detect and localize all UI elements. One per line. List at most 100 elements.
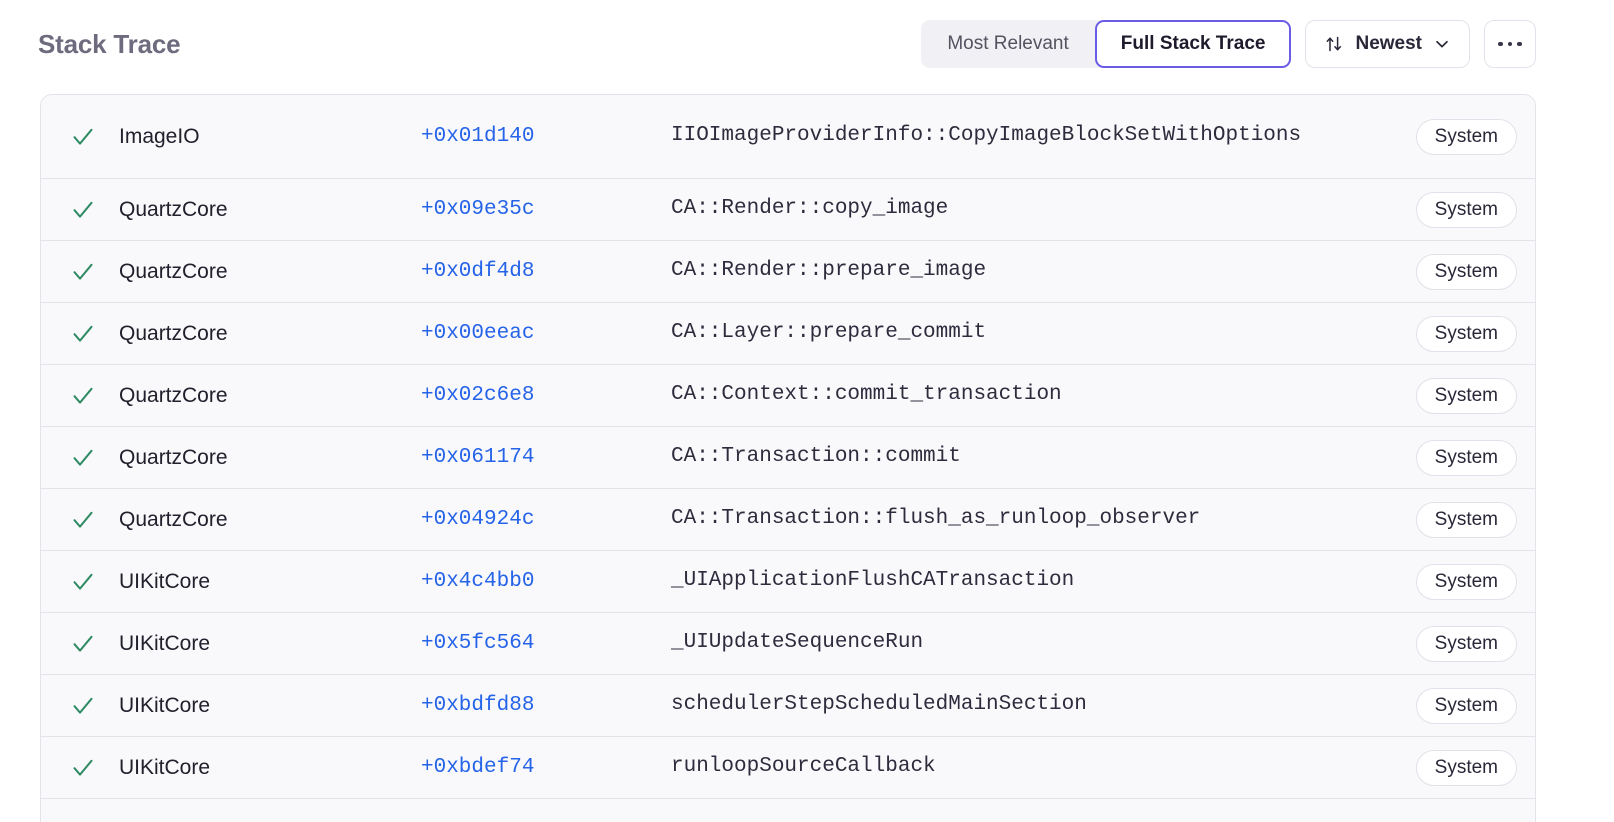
function-symbol: CA::Render::prepare_image: [671, 259, 987, 283]
address-offset-link[interactable]: +0x09e35c: [421, 198, 535, 221]
table-row[interactable]: QuartzCore +0x061174 CA::Transaction::comm…: [41, 427, 1535, 489]
row-status-cell: [41, 197, 119, 223]
origin-cell: System: [1415, 625, 1517, 662]
tab-most-relevant[interactable]: Most Relevant: [921, 20, 1094, 68]
address-offset-link[interactable]: +0x061174: [421, 446, 535, 469]
address-offset-link[interactable]: +0x4c4bb0: [421, 570, 535, 593]
function-symbol: CA::Layer::prepare_commit: [671, 321, 987, 345]
tab-full-stack-trace[interactable]: Full Stack Trace: [1094, 20, 1292, 68]
check-icon: [70, 755, 96, 781]
ellipsis-icon: [1498, 41, 1503, 47]
panel-header: Stack Trace Most Relevant Full Stack Tra…: [0, 0, 1614, 88]
chevron-down-icon: [1433, 35, 1451, 53]
sort-label: Newest: [1355, 33, 1422, 54]
table-row[interactable]: UIKitCore +0xbdfd88 schedulerStepScheduled…: [41, 675, 1535, 737]
row-status-cell: [41, 383, 119, 409]
table-row[interactable]: UIKitCore +0xbdef74 runloopSourceCallback S…: [41, 737, 1535, 799]
status-badge: System: [1415, 749, 1517, 786]
view-mode-segmented-control[interactable]: Most Relevant Full Stack Trace: [921, 20, 1292, 68]
status-badge: System: [1415, 253, 1517, 290]
module-name: UIKitCore: [119, 569, 211, 593]
table-row[interactable]: QuartzCore +0x09e35c CA::Render::copy_imag…: [41, 179, 1535, 241]
status-badge: System: [1415, 439, 1517, 476]
address-offset-link[interactable]: +0x01d140: [421, 125, 535, 148]
function-symbol: CA::Render::copy_image: [671, 197, 949, 221]
more-options-button[interactable]: [1484, 20, 1536, 68]
table-row[interactable]: QuartzCore +0x00eeac CA::Layer::prepare_co…: [41, 303, 1535, 365]
function-symbol: CA::Context::commit_transaction: [671, 383, 1062, 407]
stack-trace-list: ImageIO +0x01d140 IIOImageProviderInfo::Co…: [40, 94, 1536, 822]
module-name: QuartzCore: [119, 197, 228, 221]
function-symbol: _UIUpdateSequenceRun: [671, 631, 924, 655]
origin-cell: System: [1415, 253, 1517, 290]
check-icon: [70, 445, 96, 471]
status-badge: System: [1415, 563, 1517, 600]
ellipsis-icon: [1517, 41, 1522, 47]
origin-cell: System: [1415, 191, 1517, 228]
page-title: Stack Trace: [38, 28, 181, 59]
origin-cell: System: [1415, 749, 1517, 786]
table-row[interactable]: QuartzCore +0x0df4d8 CA::Render::prepare_i…: [41, 241, 1535, 303]
row-status-cell: [41, 755, 119, 781]
check-icon: [70, 259, 96, 285]
row-status-cell: [41, 631, 119, 657]
row-status-cell: [41, 693, 119, 719]
address-offset-link[interactable]: +0x02c6e8: [421, 384, 535, 407]
address-offset-link[interactable]: +0xbdef74: [421, 756, 535, 779]
module-name: UIKitCore: [119, 631, 211, 655]
check-icon: [70, 383, 96, 409]
origin-cell: System: [1415, 315, 1517, 352]
check-icon: [70, 631, 96, 657]
address-offset-link[interactable]: +0x0df4d8: [421, 260, 535, 283]
status-badge: System: [1415, 315, 1517, 352]
table-row[interactable]: QuartzCore +0x02c6e8 CA::Context::commit_t…: [41, 365, 1535, 427]
status-badge: System: [1415, 118, 1517, 155]
check-icon: [70, 569, 96, 595]
status-badge: System: [1415, 377, 1517, 414]
module-name: UIKitCore: [119, 693, 211, 717]
check-icon: [70, 507, 96, 533]
module-name: QuartzCore: [119, 383, 228, 407]
row-status-cell: [41, 124, 119, 150]
table-row[interactable]: QuartzCore +0x04924c CA::Transaction::flus…: [41, 489, 1535, 551]
status-badge: System: [1415, 687, 1517, 724]
module-name: UIKitCore: [119, 755, 211, 779]
function-symbol: runloopSourceCallback: [671, 755, 936, 779]
status-badge: System: [1415, 501, 1517, 538]
table-row[interactable]: UIKitCore +0x5fc564 _UIUpdateSequenceRun Sy…: [41, 613, 1535, 675]
origin-cell: System: [1415, 563, 1517, 600]
origin-cell: System: [1415, 118, 1517, 155]
module-name: QuartzCore: [119, 445, 228, 469]
module-name: QuartzCore: [119, 507, 228, 531]
function-symbol: _UIApplicationFlushCATransaction: [671, 569, 1075, 593]
table-row[interactable]: ImageIO +0x01d140 IIOImageProviderInfo::Co…: [41, 95, 1535, 179]
module-name: QuartzCore: [119, 259, 228, 283]
row-status-cell: [41, 445, 119, 471]
status-badge: System: [1415, 625, 1517, 662]
module-name: QuartzCore: [119, 321, 228, 345]
check-icon: [70, 124, 96, 150]
origin-cell: System: [1415, 439, 1517, 476]
function-symbol: IIOImageProviderInfo::CopyImageBlockSetW…: [671, 124, 1302, 148]
row-status-cell: [41, 259, 119, 285]
origin-cell: System: [1415, 377, 1517, 414]
ellipsis-icon: [1507, 41, 1513, 47]
address-offset-link[interactable]: +0xbdfd88: [421, 694, 535, 717]
address-offset-link[interactable]: +0x04924c: [421, 508, 535, 531]
function-symbol: CA::Transaction::flush_as_runloop_observ…: [671, 507, 1201, 531]
sort-dropdown[interactable]: Newest: [1305, 20, 1470, 68]
row-status-cell: [41, 569, 119, 595]
address-offset-link[interactable]: +0x5fc564: [421, 632, 535, 655]
check-icon: [70, 321, 96, 347]
table-row[interactable]: UIKitCore +0x4c4bb0 _UIApplicationFlushCAT…: [41, 551, 1535, 613]
check-icon: [70, 693, 96, 719]
function-symbol: schedulerStepScheduledMainSection: [671, 693, 1087, 717]
origin-cell: System: [1415, 687, 1517, 724]
row-status-cell: [41, 321, 119, 347]
row-status-cell: [41, 507, 119, 533]
module-name: ImageIO: [119, 124, 200, 148]
header-controls: Most Relevant Full Stack Trace Newest: [921, 20, 1536, 68]
function-symbol: CA::Transaction::commit: [671, 445, 961, 469]
address-offset-link[interactable]: +0x00eeac: [421, 322, 535, 345]
